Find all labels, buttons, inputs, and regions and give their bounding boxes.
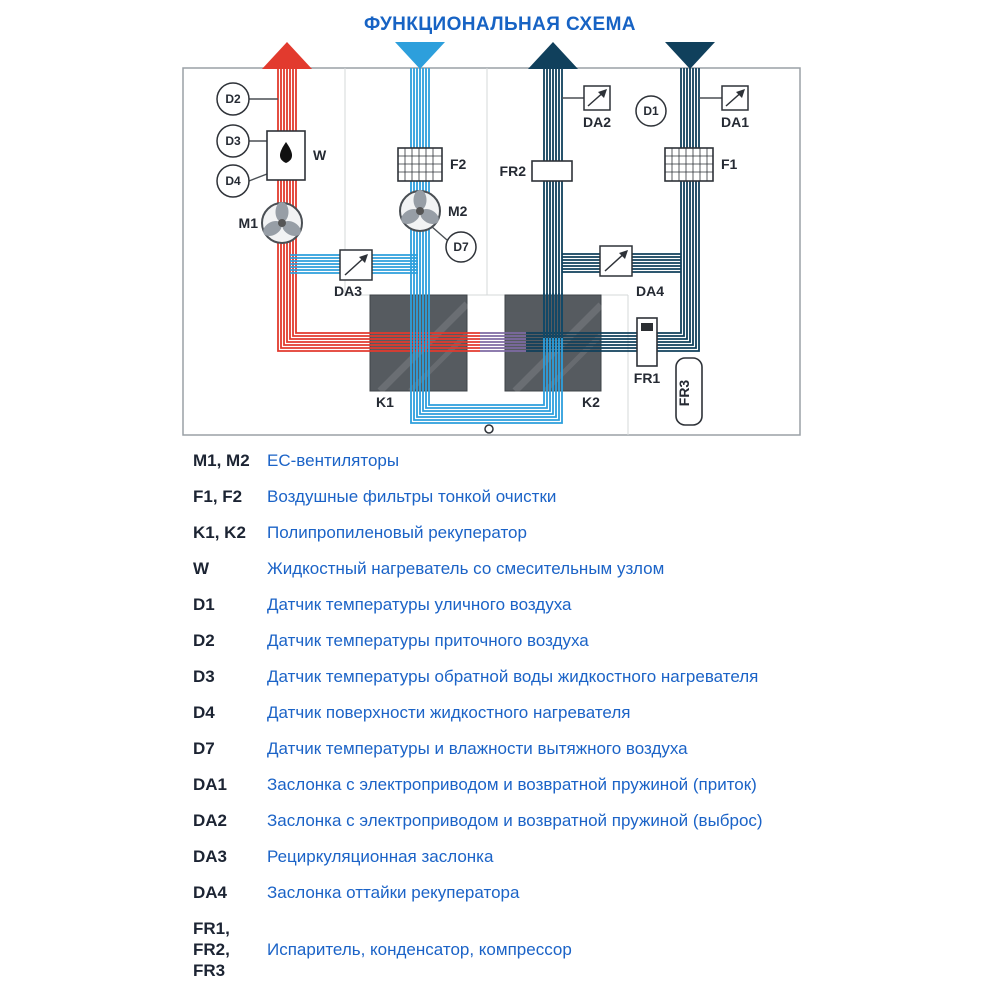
unit-enclosure [182, 67, 801, 436]
fr1-box [636, 317, 658, 367]
label-k2: K2 [582, 394, 600, 410]
legend-row-d3: D3 Датчик температуры обратной воды жидк… [193, 666, 973, 687]
sensor-d7: D7 [445, 231, 477, 263]
legend-key: F1, F2 [193, 487, 243, 506]
supply-out-arrow [262, 42, 312, 69]
damper-da4-icon [599, 245, 633, 277]
water-heater [266, 130, 306, 181]
legend-row-da1: DA1 Заслонка с электроприводом и возврат… [193, 774, 973, 795]
svg-text:D1: D1 [643, 104, 659, 118]
sensor-d4: D4 [216, 164, 250, 198]
water-drop-icon [279, 142, 293, 163]
exhaust-discharge-stream [543, 68, 563, 338]
legend-row-d7: D7 Датчик температуры и влажности вытяжн… [193, 738, 973, 759]
legend-desc: Жидкостный нагреватель со смесительным у… [267, 559, 665, 578]
legend-desc: Заслонка с электроприводом и возвратной … [267, 775, 757, 794]
legend-key: W [193, 559, 210, 578]
legend-row-fr: FR1, FR2, FR3 Испаритель, конденсатор, к… [193, 918, 973, 981]
legend-desc: Рециркуляционная заслонка [267, 847, 494, 866]
heat-exchange-blend-stream [480, 332, 526, 352]
legend-row-d1: D1 Датчик температуры уличного воздуха [193, 594, 973, 615]
functional-diagram: D2 D3 D4 D1 D7 W F2 F1 FR2 DA2 DA1 M1 M2… [182, 42, 801, 436]
legend-desc: Заслонка оттайки рекуператора [267, 883, 520, 902]
legend-desc: Заслонка с электроприводом и возвратной … [267, 811, 763, 830]
legend-desc: Воздушные фильтры тонкой очистки [267, 487, 557, 506]
legend-desc: Полипропиленовый рекуператор [267, 523, 527, 542]
svg-text:D7: D7 [453, 240, 469, 254]
legend-row-f: F1, F2 Воздушные фильтры тонкой очистки [193, 486, 973, 507]
fr3-box [675, 357, 703, 426]
label-w: W [313, 147, 327, 163]
legend-row-da2: DA2 Заслонка с электроприводом и возврат… [193, 810, 973, 831]
legend-desc: Испаритель, конденсатор, компрессор [267, 940, 572, 959]
legend-key: M1, M2 [193, 451, 250, 470]
svg-text:D2: D2 [225, 92, 241, 106]
label-m2: M2 [448, 203, 468, 219]
legend: M1, M2 EC-вентиляторы F1, F2 Воздушные ф… [193, 450, 973, 996]
label-k1: K1 [376, 394, 394, 410]
legend-key: K1, K2 [193, 523, 246, 542]
legend-desc: Датчик поверхности жидкостного нагревате… [267, 703, 631, 722]
extract-air-stream [410, 68, 563, 424]
damper-da1-icon [721, 85, 749, 111]
damper-da2-icon [583, 85, 611, 111]
legend-desc: Датчик температуры и влажности вытяжного… [267, 739, 688, 758]
extract-in-arrow [395, 42, 445, 69]
fr2-box [531, 160, 573, 182]
label-m1: M1 [239, 215, 259, 231]
recuperator-k1-block [369, 294, 470, 394]
legend-key: D1 [193, 595, 215, 614]
legend-desc: Датчик температуры обратной воды жидкост… [267, 667, 759, 686]
legend-row-d2: D2 Датчик температуры приточного воздуха [193, 630, 973, 651]
legend-desc: EC-вентиляторы [267, 451, 400, 470]
svg-text:D3: D3 [225, 134, 241, 148]
legend-desc: Датчик температуры приточного воздуха [267, 631, 589, 650]
fan-m1 [261, 202, 303, 244]
legend-row-da4: DA4 Заслонка оттайки рекуператора [193, 882, 973, 903]
legend-row-k: K1, K2 Полипропиленовый рекуператор [193, 522, 973, 543]
legend-key: FR1, FR2, FR3 [193, 919, 230, 980]
fan-m2 [399, 190, 441, 232]
svg-text:D4: D4 [225, 174, 241, 188]
legend-key: D2 [193, 631, 215, 650]
legend-row-da3: DA3 Рециркуляционная заслонка [193, 846, 973, 867]
legend-desc: Датчик температуры уличного воздуха [267, 595, 572, 614]
filter-f1 [664, 147, 714, 182]
outdoor-in-arrow [665, 42, 715, 69]
sensor-d2: D2 [216, 82, 250, 116]
legend-key: D4 [193, 703, 215, 722]
label-fr2: FR2 [500, 163, 527, 179]
label-fr3: FR3 [676, 380, 692, 407]
label-da4: DA4 [636, 283, 664, 299]
label-fr1: FR1 [634, 370, 661, 386]
label-da2: DA2 [583, 114, 611, 130]
legend-key: D3 [193, 667, 215, 686]
legend-row-w: W Жидкостный нагреватель со смесительным… [193, 558, 973, 579]
filter-f2 [397, 147, 443, 182]
legend-row-m: M1, M2 EC-вентиляторы [193, 450, 973, 471]
sensor-d1: D1 [635, 95, 667, 127]
damper-da3-icon [339, 249, 373, 281]
legend-row-d4: D4 Датчик поверхности жидкостного нагрев… [193, 702, 973, 723]
exhaust-out-arrow [528, 42, 578, 69]
legend-key: DA4 [193, 883, 228, 902]
legend-key: DA3 [193, 847, 228, 866]
legend-key: DA2 [193, 811, 228, 830]
sensor-d3: D3 [216, 124, 250, 158]
legend-key: DA1 [193, 775, 228, 794]
page-title: ФУНКЦИОНАЛЬНАЯ СХЕМА [364, 14, 636, 35]
label-f1: F1 [721, 156, 738, 172]
legend-key: D7 [193, 739, 215, 758]
label-da1: DA1 [721, 114, 749, 130]
sensor-connectors [248, 97, 722, 241]
drain-port [484, 424, 494, 434]
label-da3: DA3 [334, 283, 362, 299]
label-f2: F2 [450, 156, 467, 172]
